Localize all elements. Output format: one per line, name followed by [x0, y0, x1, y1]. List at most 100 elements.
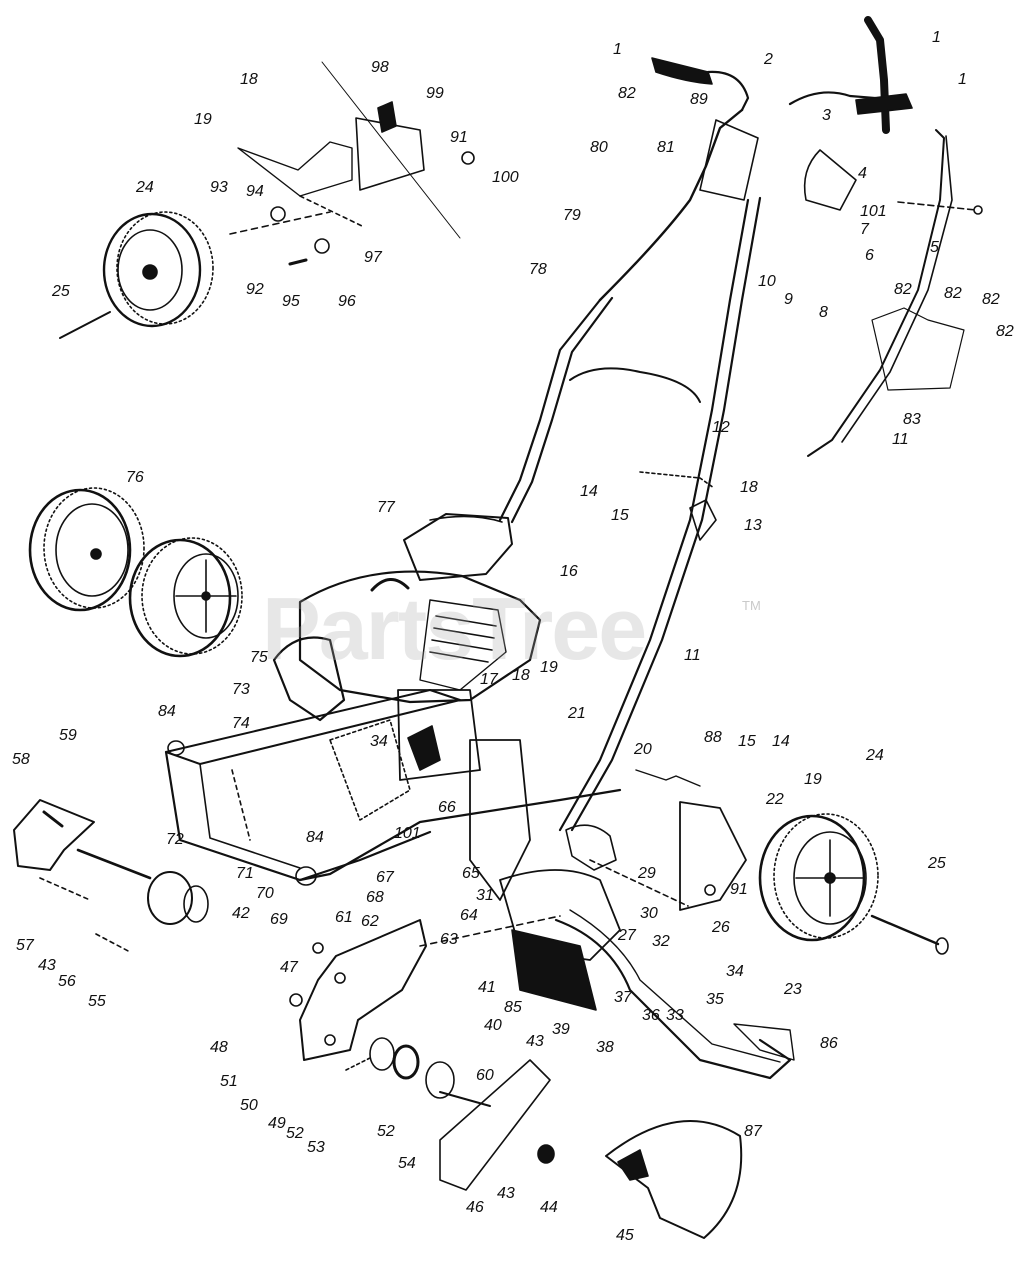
callout-label: 1: [932, 29, 941, 46]
callout-label: 65: [462, 865, 480, 882]
callout-label: 23: [784, 981, 802, 998]
callout-label: 52: [377, 1123, 395, 1140]
callout-label: 68: [366, 889, 384, 906]
callout-label: 40: [484, 1017, 502, 1034]
callout-label: 49: [268, 1115, 286, 1132]
callout-label: 24: [866, 747, 884, 764]
watermark: PartsTree: [262, 579, 647, 678]
callout-label: 80: [590, 139, 608, 156]
callout-label: 39: [552, 1021, 570, 1038]
callout-label: 59: [59, 727, 77, 744]
callout-label: 78: [529, 261, 547, 278]
callout-label: 51: [220, 1073, 238, 1090]
callout-label: 95: [282, 293, 300, 310]
callout-label: 99: [426, 85, 444, 102]
engine-assembly: [272, 513, 542, 781]
callout-label: 46: [466, 1199, 484, 1216]
callout-label: 66: [438, 799, 456, 816]
callout-label: 45: [616, 1227, 634, 1244]
callout-label: 19: [194, 111, 212, 128]
callout-label: 50: [240, 1097, 258, 1114]
plate-47-drawing: [289, 915, 561, 1061]
callout-label: 72: [166, 831, 184, 848]
callout-label: 34: [726, 963, 744, 980]
callout-label: 75: [250, 649, 268, 666]
callout-label: 5: [930, 239, 939, 256]
callout-label: 9: [784, 291, 793, 308]
callout-label: 19: [804, 771, 822, 788]
callout-label: 82: [618, 85, 636, 102]
callout-label: 27: [618, 927, 636, 944]
trademark-mark: TM: [742, 598, 761, 613]
callout-label: 37: [614, 989, 632, 1006]
callout-label: 44: [540, 1199, 558, 1216]
callout-label: 88: [704, 729, 722, 746]
callout-label: 32: [652, 933, 670, 950]
callout-label: 61: [335, 909, 353, 926]
callout-label: 19: [540, 659, 558, 676]
callout-label: 89: [690, 91, 708, 108]
callout-label: 33: [666, 1007, 684, 1024]
callout-label: 47: [280, 959, 298, 976]
callout-label: 94: [246, 183, 264, 200]
callout-label: 85: [504, 999, 522, 1016]
callout-label: 86: [820, 1035, 838, 1052]
bracket-86-drawing: [733, 1023, 795, 1061]
handle-assembly: [498, 57, 762, 832]
callout-label: 29: [638, 865, 656, 882]
bearing-stack: [345, 1037, 555, 1191]
callout-label: 91: [730, 881, 748, 898]
callout-label: 18: [512, 667, 530, 684]
callout-label: 38: [596, 1039, 614, 1056]
callout-label: 101: [860, 203, 887, 220]
callout-label: 43: [526, 1033, 544, 1050]
callout-label: 36: [642, 1007, 660, 1024]
callout-label: 11: [892, 431, 909, 448]
callout-label: 87: [744, 1123, 762, 1140]
callout-label: 22: [766, 791, 784, 808]
callout-label: 8: [819, 304, 828, 321]
callout-label: 73: [232, 681, 250, 698]
callout-label: 91: [450, 129, 468, 146]
callout-label: 20: [634, 741, 652, 758]
callout-label: 14: [772, 733, 790, 750]
callout-label: 18: [740, 479, 758, 496]
callout-label: 58: [12, 751, 30, 768]
callout-label: 31: [476, 887, 494, 904]
callout-label: 14: [580, 483, 598, 500]
callout-label: 60: [476, 1067, 494, 1084]
callout-label: 43: [497, 1185, 515, 1202]
blade-drive-assembly: [469, 739, 792, 1080]
callout-label: 21: [568, 705, 586, 722]
callout-label: 55: [88, 993, 106, 1010]
callout-label: 26: [712, 919, 730, 936]
callout-label: 35: [706, 991, 724, 1008]
callout-label: 43: [38, 957, 56, 974]
main-frame: [164, 689, 622, 886]
callout-label: 48: [210, 1039, 228, 1056]
callout-label: 1: [613, 41, 622, 58]
callout-label: 15: [611, 507, 629, 524]
callout-label: 97: [364, 249, 382, 266]
wheel-24-drawing: [59, 211, 214, 339]
callout-label: 93: [210, 179, 228, 196]
blade-87-drawing: [605, 1119, 743, 1239]
spindle-assembly-left: [13, 799, 209, 953]
callout-label: 56: [58, 973, 76, 990]
callout-label: 96: [338, 293, 356, 310]
callout-label: 81: [657, 139, 675, 156]
callout-label: 69: [270, 911, 288, 928]
callout-label: 16: [560, 563, 578, 580]
inset-axle-assembly: [229, 61, 475, 266]
callout-label: 62: [361, 913, 379, 930]
callout-label: 7: [860, 221, 869, 238]
callout-label: 11: [684, 647, 701, 664]
callout-label: 12: [712, 419, 730, 436]
callout-label: 82: [944, 285, 962, 302]
callout-label: 82: [894, 281, 912, 298]
callout-label: 24: [136, 179, 154, 196]
callout-label: 30: [640, 905, 658, 922]
callout-label: 25: [52, 283, 70, 300]
